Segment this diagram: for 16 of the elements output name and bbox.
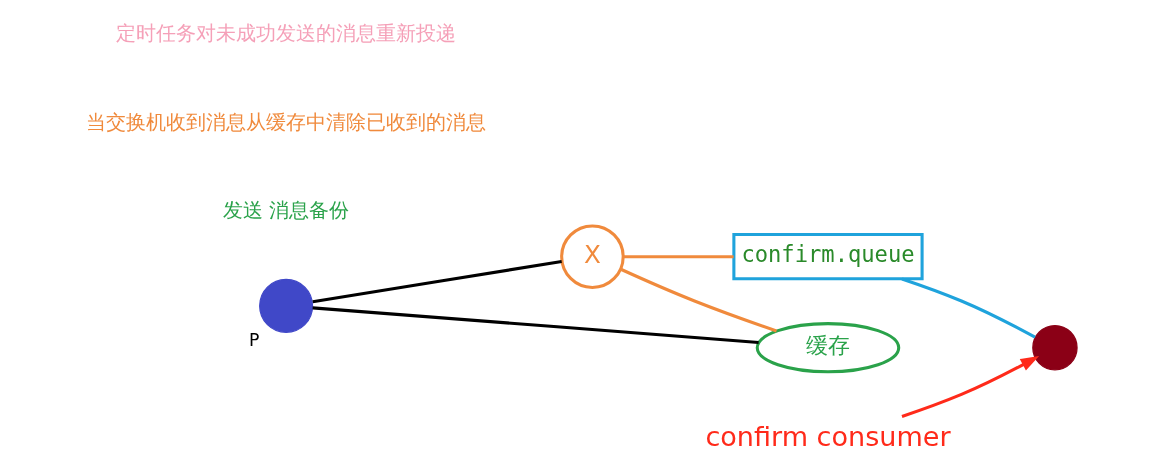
node-box: confirm.queue <box>731 233 924 281</box>
node-circle <box>258 278 313 333</box>
label: 发送 消息备份 <box>222 199 349 223</box>
connector <box>312 306 759 344</box>
connector <box>901 277 1036 339</box>
node-label: P <box>248 330 259 351</box>
connector <box>619 267 777 333</box>
connector <box>312 259 562 304</box>
label: 定时任务对未成功发送的消息重新投递 <box>115 21 456 45</box>
node-text: confirm consumer <box>704 420 951 452</box>
node-ellipse: 缓存 <box>755 322 900 374</box>
node-circle <box>1031 324 1078 371</box>
connector <box>622 255 734 259</box>
arrow <box>901 356 1039 418</box>
node-circle: X <box>559 224 625 289</box>
label: 当交换机收到消息从缓存中清除已收到的消息 <box>85 110 486 134</box>
